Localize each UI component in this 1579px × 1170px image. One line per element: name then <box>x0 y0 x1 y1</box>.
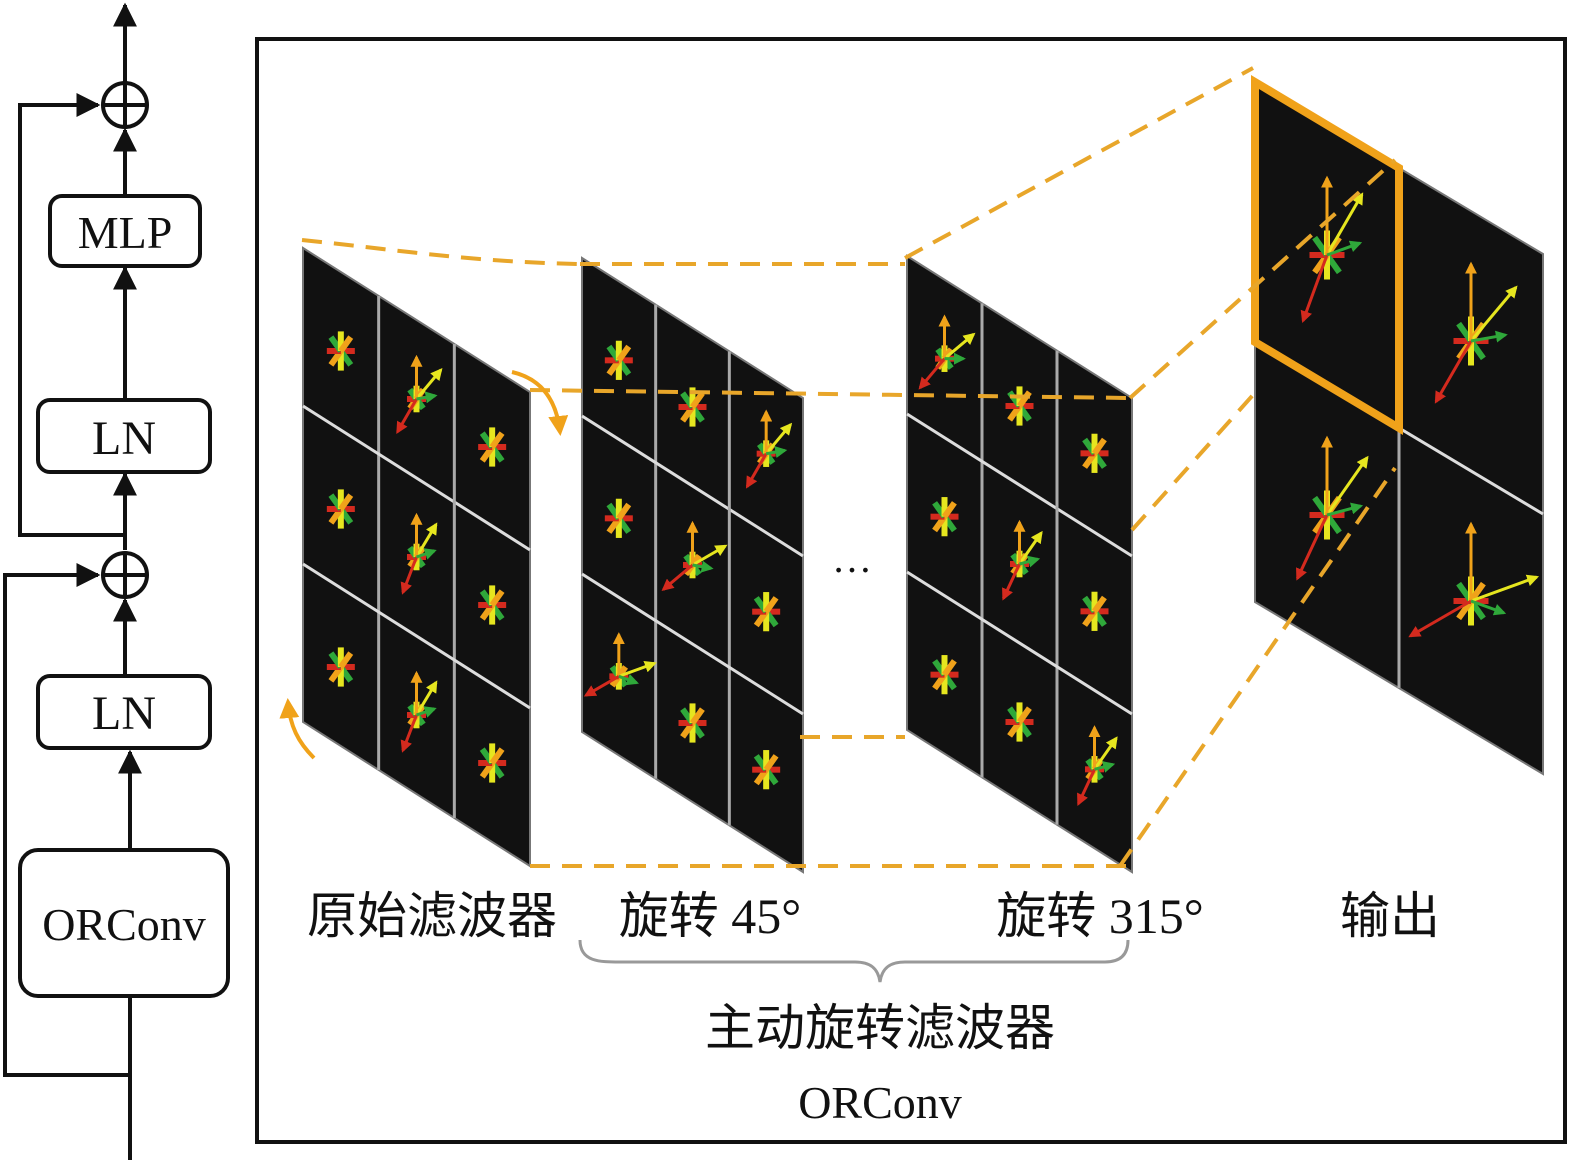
dash-out-4 <box>1118 466 1397 868</box>
ln-label-bottom: LN <box>92 687 156 740</box>
filter-star-icon <box>752 592 781 632</box>
residual-wire-2 <box>18 93 125 537</box>
block-diagram: MLP LN LN ORConv <box>3 2 230 1160</box>
dash-out-1 <box>904 66 1254 260</box>
label-output: 输出 <box>1340 888 1440 944</box>
filter-arrow-icon <box>1296 435 1369 581</box>
filter-star-icon <box>678 703 707 743</box>
label-original-filter: 原始滤波器 <box>307 888 557 944</box>
grid-line <box>581 414 804 558</box>
filter-star-icon <box>326 489 355 529</box>
filter-star-icon <box>478 585 507 625</box>
dash-top-a <box>301 238 581 266</box>
brace-subtitle: ORConv <box>798 1077 962 1128</box>
rotation-arrow-icon <box>279 698 316 760</box>
label-rotate-315: 旋转 315° <box>996 888 1204 944</box>
ln-box-bottom <box>36 674 212 750</box>
filter-arrow-icon <box>396 354 443 434</box>
dash-mid <box>529 388 1131 400</box>
output-highlight <box>1251 74 1403 436</box>
filter-star-icon <box>1005 386 1034 426</box>
filter-arrow-icon <box>1077 725 1118 806</box>
filter-arrow-icon <box>661 520 728 591</box>
filter-star-icon <box>478 743 507 783</box>
filter-star-icon <box>930 497 959 537</box>
mlp-label: MLP <box>78 207 173 258</box>
label-rotate-45: 旋转 45° <box>619 888 802 944</box>
grid-line <box>302 562 531 710</box>
rotation-arrow-icon <box>511 370 569 436</box>
filter-arrow-icon <box>1408 521 1540 638</box>
residual-wire-1 <box>3 563 130 1077</box>
orconv-box <box>18 848 230 998</box>
brace-title: 主动旋转滤波器 <box>705 1000 1055 1056</box>
grid-line <box>906 412 1133 558</box>
grid-line <box>581 572 804 716</box>
grid-line <box>906 570 1133 716</box>
sum-circle-icon <box>101 81 149 129</box>
filter-arrow-icon <box>745 409 793 489</box>
filter-star-icon <box>1080 591 1109 631</box>
sum-circle-icon <box>101 551 149 599</box>
dashed-connectors <box>301 66 1397 868</box>
ellipsis: … <box>832 536 872 581</box>
orconv-panel-frame <box>255 37 1567 1144</box>
filter-star-icon <box>1080 433 1109 473</box>
filter-star-icon <box>752 750 781 790</box>
filter-star-icon <box>326 331 355 371</box>
mlp-box <box>48 194 202 268</box>
filter-star-icon <box>930 655 959 695</box>
filter-arrow-icon <box>1434 261 1518 404</box>
filter-star-icon <box>604 498 633 538</box>
dash-out-3 <box>1130 393 1255 532</box>
filter-star-icon <box>326 647 355 687</box>
filter-group <box>302 74 1544 874</box>
filter-arrow-icon <box>918 314 976 390</box>
filter-arrow-icon <box>400 670 438 753</box>
filter-arrow-icon <box>1300 175 1364 324</box>
ln-label-top: LN <box>92 412 156 465</box>
grid-line <box>302 404 531 552</box>
orconv-label: ORConv <box>42 899 206 950</box>
filter-arrow-icon <box>400 512 438 595</box>
filter-arrow-icon <box>1002 519 1043 601</box>
filter-star-icon <box>1005 702 1034 742</box>
brace <box>578 939 1130 983</box>
filter-star-icon <box>604 340 633 380</box>
filter-arrow-icon <box>583 632 657 697</box>
dash-out-2 <box>1128 158 1397 400</box>
ln-box-top <box>36 398 212 474</box>
filter-star-icon <box>478 427 507 467</box>
